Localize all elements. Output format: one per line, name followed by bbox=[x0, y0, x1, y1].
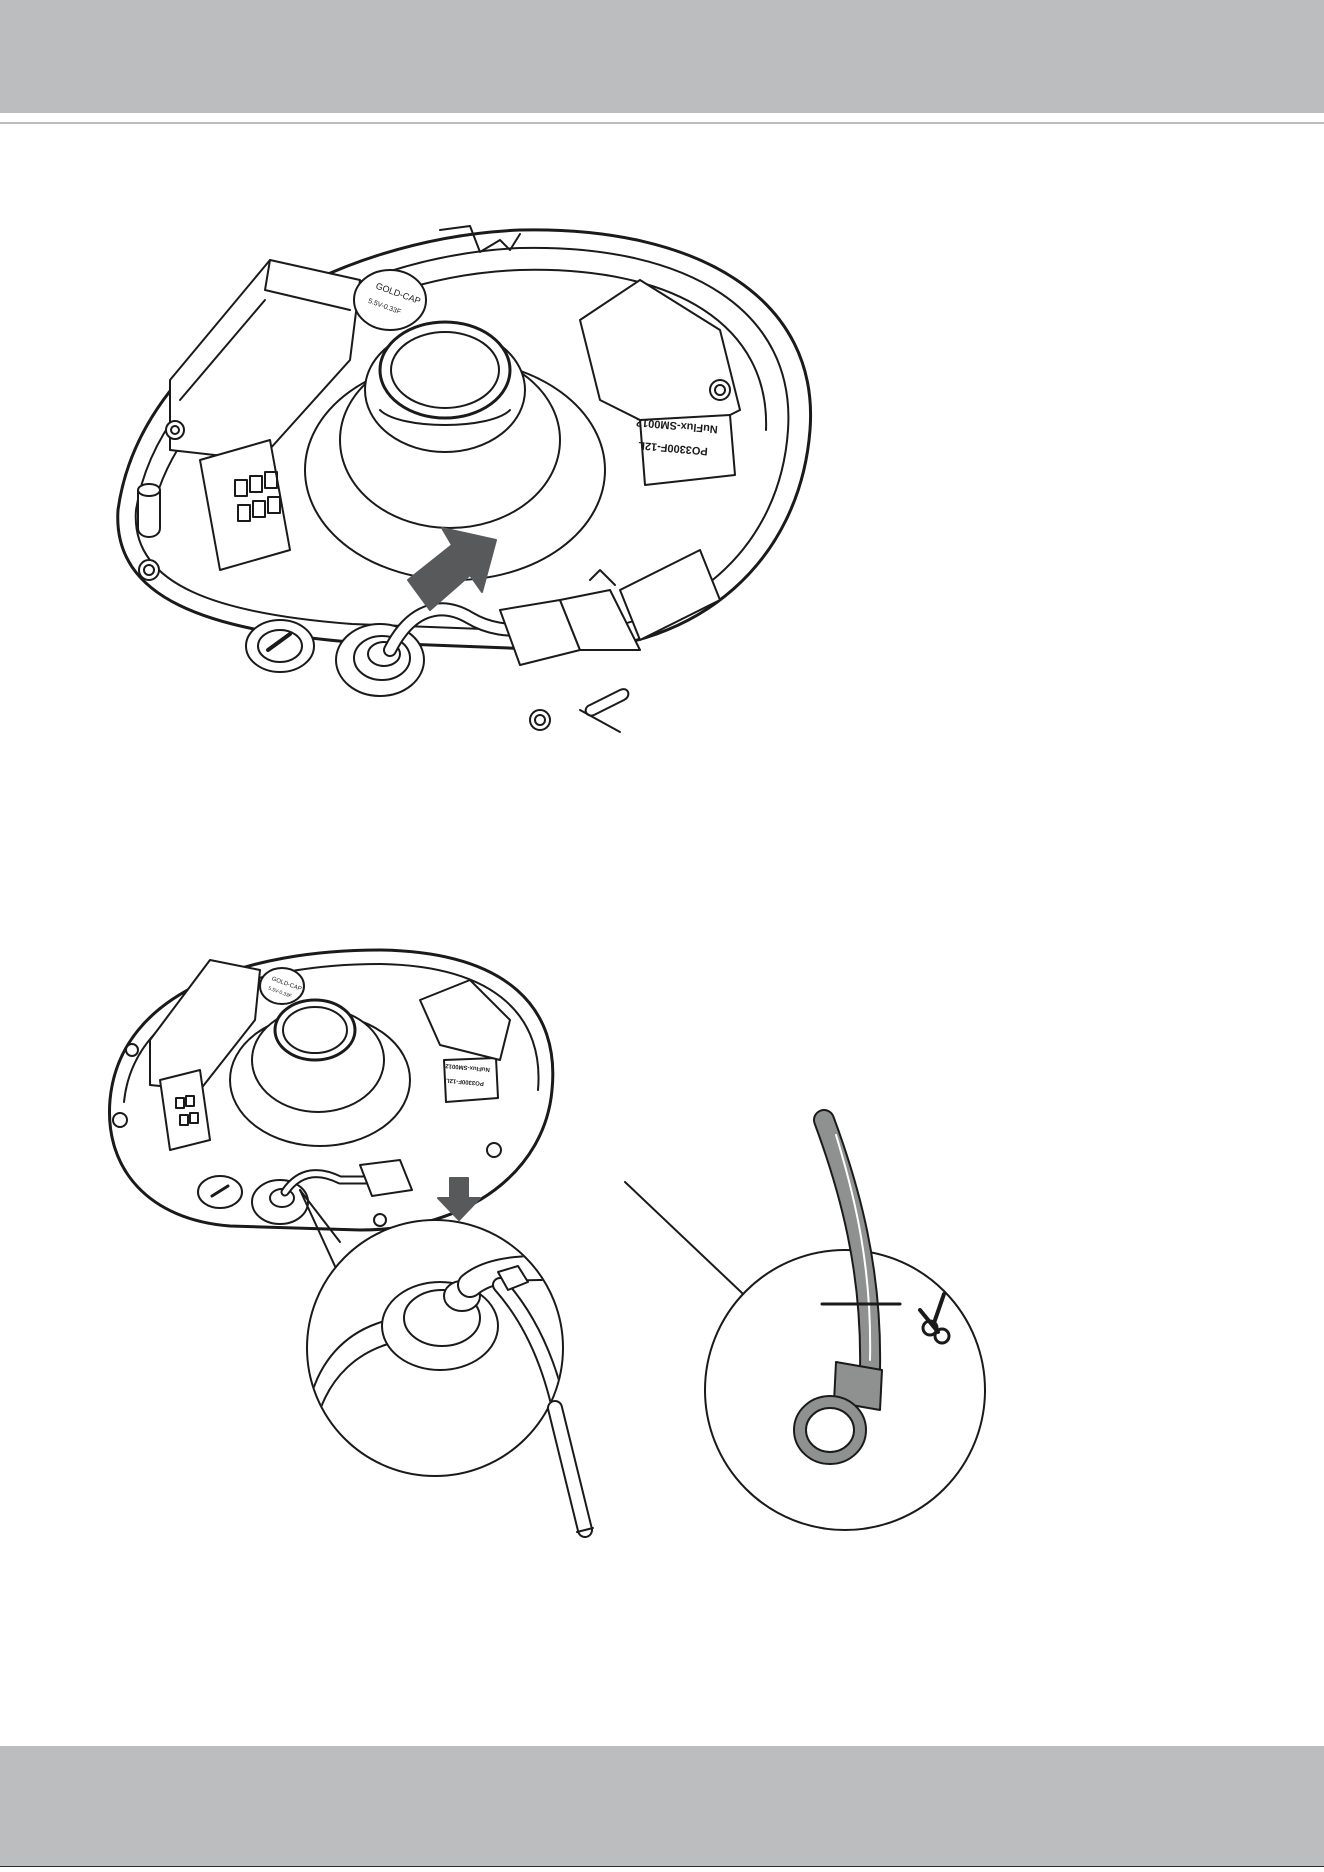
lens-glass bbox=[380, 322, 510, 418]
screw-hole bbox=[530, 710, 550, 730]
figure-camera-cable-insertion: GOLD-CAP 5.5V-0.33F NuFlux-SM0012 PO3300… bbox=[0, 130, 1324, 810]
page-header-band bbox=[0, 0, 1324, 113]
page-footer-rule bbox=[0, 1866, 1324, 1867]
cable-gland-left bbox=[246, 620, 314, 672]
screw-hole bbox=[166, 421, 184, 439]
cable-gland-small-right bbox=[252, 1180, 308, 1224]
figure-cable-tie-securing: GOLD-CAP 5.5V-0.33F NuFlux-SM0012 PO3300… bbox=[0, 930, 1324, 1650]
screw-hole bbox=[139, 560, 159, 580]
callout-pointer-right bbox=[625, 1182, 760, 1310]
page-header-rule bbox=[0, 122, 1324, 124]
page-footer-band bbox=[0, 1746, 1324, 1866]
screw-hole bbox=[710, 380, 730, 400]
left-cylinder-post bbox=[138, 490, 160, 537]
lens-small-glass bbox=[275, 1000, 355, 1060]
mount-slot bbox=[586, 689, 629, 715]
